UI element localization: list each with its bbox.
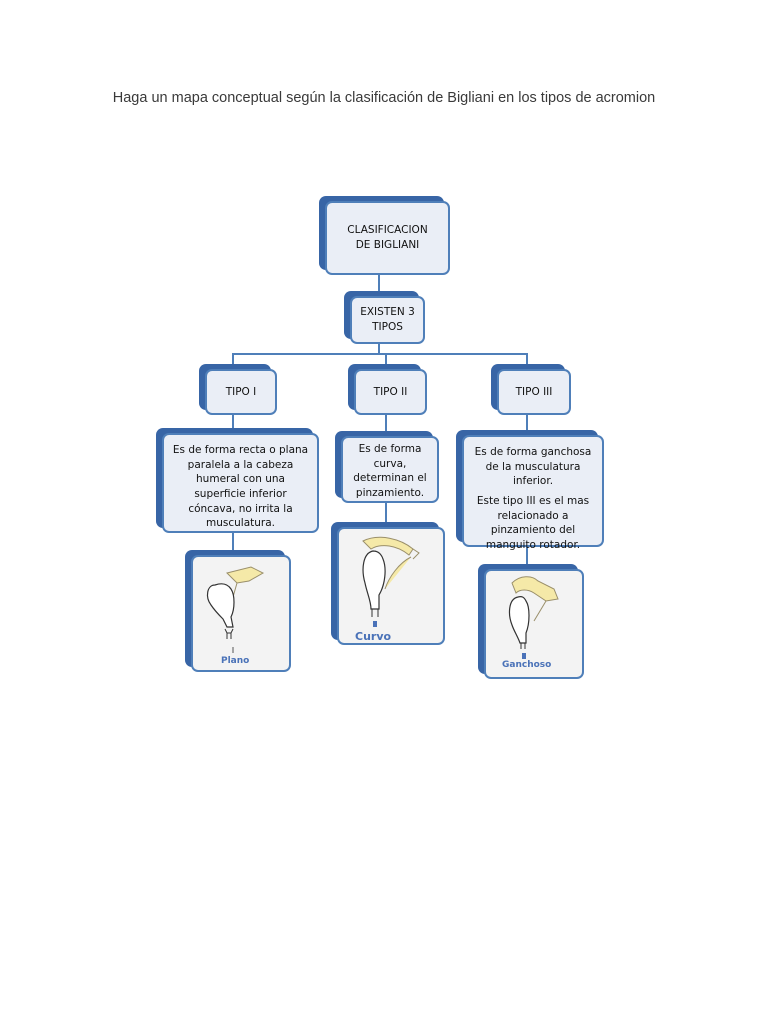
curvo-acromion-illustration: [339, 529, 445, 645]
connector-desc2-img: [385, 503, 387, 527]
root-label: CLASIFICACION DE BIGLIANI: [339, 223, 436, 252]
connector-bus-tipo1: [232, 353, 234, 370]
tipo-3-image-card: Ganchoso: [484, 569, 584, 679]
connector-bus-tipo2: [385, 353, 387, 370]
tipo-2-node: TIPO II: [354, 369, 427, 415]
tipo-3-description-text-2: Este tipo III es el mas relacionado a pi…: [470, 494, 596, 553]
tipo-2-description-text: Es de forma curva, determinan el pinzami…: [349, 442, 431, 501]
tipo-3-node: TIPO III: [497, 369, 571, 415]
connector-tipo1-desc: [232, 415, 234, 433]
page-heading: Haga un mapa conceptual según la clasifi…: [0, 90, 768, 106]
tipo-3-description-text-1: Es de forma ganchosa de la musculatura i…: [470, 445, 596, 489]
tipo-3-image-caption: Ganchoso: [502, 659, 551, 672]
tipo-1-description: Es de forma recta o plana paralela a la …: [162, 433, 319, 533]
tipo-2-label: TIPO II: [374, 385, 408, 400]
tipo-1-image-card: Plano: [191, 555, 291, 672]
connector-desc1-img: [232, 533, 234, 555]
tipo-2-description: Es de forma curva, determinan el pinzami…: [341, 436, 439, 503]
connector-bus: [232, 353, 527, 355]
tipo-2-image-card: Curvo: [337, 527, 445, 645]
tipo-2-image-caption: Curvo: [355, 629, 391, 644]
connector-tipo3-desc: [526, 415, 528, 435]
tipo-3-description: Es de forma ganchosa de la musculatura i…: [462, 435, 604, 547]
tipo-1-label: TIPO I: [226, 385, 257, 400]
connector-tipo2-desc: [385, 415, 387, 436]
root-node: CLASIFICACION DE BIGLIANI: [325, 201, 450, 275]
tipo-3-label: TIPO III: [516, 385, 553, 400]
tipo-1-description-text: Es de forma recta o plana paralela a la …: [172, 443, 309, 531]
connector-root-existen: [378, 275, 380, 295]
tipo-1-image-caption: Plano: [221, 655, 249, 668]
connector-bus-tipo3: [526, 353, 528, 370]
existen-label: EXISTEN 3 TIPOS: [360, 305, 415, 334]
tipo-1-node: TIPO I: [205, 369, 277, 415]
existen-node: EXISTEN 3 TIPOS: [350, 296, 425, 344]
